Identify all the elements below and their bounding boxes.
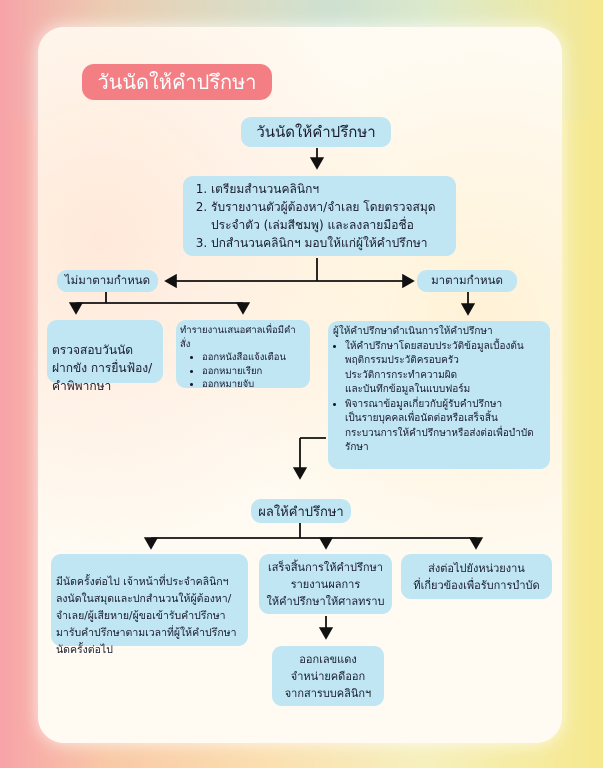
final-node-text: ออกเลขแดง จำหน่ายคดีออก จากสารบบคลินิกฯ <box>284 652 372 700</box>
court-report-list: ออกหนังสือแจ้งเตือน ออกหมายเรียก ออกหมาย… <box>180 351 306 392</box>
step-item: เตรียมสำนวนคลินิกฯ <box>211 180 450 198</box>
branch-on-time: มาตามกำหนด <box>417 270 517 292</box>
counseling-complete-box: เสร็จสิ้นการให้คำปรึกษา รายงานผลการ ให้ค… <box>259 554 392 614</box>
counseling-detail-list: ให้คำปรึกษาโดยสอบประวัติข้อมูลเบื้องต้น … <box>333 340 545 456</box>
next-appointment-text: มีนัดครั้งต่อไป เจ้าหน้าที่ประจำคลินิกฯ … <box>56 576 237 656</box>
counseling-detail-item: ให้คำปรึกษาโดยสอบประวัติข้อมูลเบื้องต้น … <box>345 340 545 398</box>
step-item: ปกสำนวนคลินิกฯ มอบให้แก่ผู้ให้คำปรึกษา <box>211 234 450 252</box>
check-appointment-box: ตรวจสอบวันนัด ฝากขัง การยื่นฟ้อง/ คำพิพา… <box>47 320 163 393</box>
step-item: รับรายงานตัวผู้ต้องหา/จำเลย โดยตรวจสมุดป… <box>211 198 450 234</box>
court-report-item: ออกหนังสือแจ้งเตือน <box>202 351 306 365</box>
start-node: วันนัดให้คำปรึกษา <box>241 117 391 147</box>
counseling-complete-text: เสร็จสิ้นการให้คำปรึกษา รายงานผลการ ให้ค… <box>266 560 385 608</box>
start-node-label: วันนัดให้คำปรึกษา <box>256 123 376 141</box>
result-node: ผลให้คำปรึกษา <box>251 499 351 523</box>
refer-treatment-text: ส่งต่อไปยังหน่วยงาน ที่เกี่ยวข้องเพื่อรั… <box>413 561 540 592</box>
page-title: วันนัดให้คำปรึกษา <box>82 64 272 100</box>
counseling-detail-item: พิจารณาข้อมูลเกี่ยวกับผู้รับคำปรึกษา เป็… <box>345 398 545 456</box>
check-appointment-text: ตรวจสอบวันนัด ฝากขัง การยื่นฟ้อง/ คำพิพา… <box>52 343 153 393</box>
branch-on-time-label: มาตามกำหนด <box>431 273 503 287</box>
steps-box: เตรียมสำนวนคลินิกฯ รับรายงานตัวผู้ต้องหา… <box>183 176 456 256</box>
court-report-head: ทำรายงานเสนอศาลเพื่อมีคำสั่ง <box>180 325 296 350</box>
steps-list: เตรียมสำนวนคลินิกฯ รับรายงานตัวผู้ต้องหา… <box>185 180 450 252</box>
next-appointment-box: มีนัดครั้งต่อไป เจ้าหน้าที่ประจำคลินิกฯ … <box>51 554 248 656</box>
court-report-box: ทำรายงานเสนอศาลเพื่อมีคำสั่ง ออกหนังสือแ… <box>176 320 310 390</box>
branch-not-on-time-label: ไม่มาตามกำหนด <box>64 273 151 287</box>
counseling-detail-box: ผู้ให้คำปรึกษาดำเนินการให้คำปรึกษา ให้คำ… <box>328 321 550 469</box>
refer-treatment-box: ส่งต่อไปยังหน่วยงาน ที่เกี่ยวข้องเพื่อรั… <box>401 554 552 599</box>
court-report-item: ออกหมายจับ <box>202 378 306 392</box>
branch-not-on-time: ไม่มาตามกำหนด <box>57 270 158 292</box>
result-node-label: ผลให้คำปรึกษา <box>258 504 344 520</box>
court-report-item: ออกหมายเรียก <box>202 365 306 379</box>
final-node: ออกเลขแดง จำหน่ายคดีออก จากสารบบคลินิกฯ <box>272 646 384 706</box>
counseling-detail-head: ผู้ให้คำปรึกษาดำเนินการให้คำปรึกษา <box>333 326 493 337</box>
